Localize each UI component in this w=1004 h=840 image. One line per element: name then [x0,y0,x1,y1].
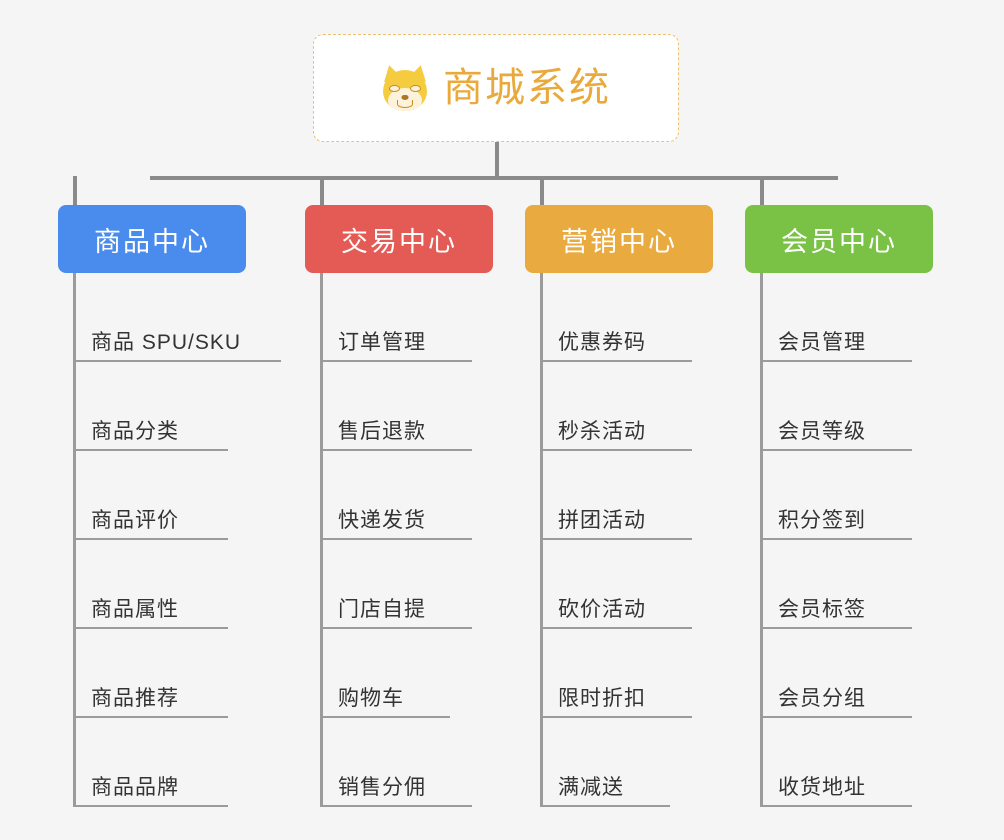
connector-branch-marketing-center [540,176,544,208]
leaf-item[interactable]: 商品分类 [73,362,246,451]
leaf-item-label: 收货地址 [778,776,866,799]
leaf-item[interactable]: 会员管理 [760,273,933,362]
leaf-item-rule [73,538,228,540]
leaf-item[interactable]: 拼团活动 [540,451,713,540]
leaf-item[interactable]: 商品属性 [73,540,246,629]
leaf-item-label: 会员分组 [778,687,866,710]
leaf-item[interactable]: 收货地址 [760,718,933,807]
column-spine-marketing-center [540,273,543,807]
leaf-item-label: 秒杀活动 [558,420,646,443]
leaf-item-rule [320,538,472,540]
category-header-product-center[interactable]: 商品中心 [58,205,246,273]
leaf-item[interactable]: 商品评价 [73,451,246,540]
column-member-center: 会员中心会员管理会员等级积分签到会员标签会员分组收货地址 [745,205,933,807]
leaf-item-rule [73,360,281,362]
leaf-item-rule [73,627,228,629]
leaf-item-rule [540,805,670,807]
leaf-item[interactable]: 满减送 [540,718,713,807]
leaf-item-label: 商品 SPU/SKU [91,331,242,354]
leaf-item-label: 积分签到 [778,509,866,532]
leaf-item[interactable]: 销售分佣 [320,718,493,807]
leaf-item[interactable]: 积分签到 [760,451,933,540]
column-product-center: 商品中心商品 SPU/SKU 商品分类商品评价商品属性商品推荐商品品牌 [58,205,281,807]
leaf-item[interactable]: 购物车 [320,629,493,718]
leaf-item[interactable]: 售后退款 [320,362,493,451]
leaf-item-rule [760,627,912,629]
leaf-list-product-center: 商品 SPU/SKU 商品分类商品评价商品属性商品推荐商品品牌 [58,273,281,807]
leaf-item-label: 满减送 [558,776,624,799]
leaf-item-rule [320,449,472,451]
leaf-item[interactable]: 限时折扣 [540,629,713,718]
leaf-item[interactable]: 优惠券码 [540,273,713,362]
leaf-item-rule [320,627,472,629]
root-title: 商城系统 [443,66,611,110]
category-header-trade-center[interactable]: 交易中心 [305,205,493,273]
connector-branch-product-center [73,176,77,208]
leaf-item[interactable]: 快递发货 [320,451,493,540]
leaf-item-rule [540,360,692,362]
leaf-item[interactable]: 门店自提 [320,540,493,629]
leaf-list-marketing-center: 优惠券码秒杀活动拼团活动砍价活动限时折扣满减送 [525,273,713,807]
leaf-item-rule [760,360,912,362]
root-node-mall-system[interactable]: 商城系统 [313,34,679,142]
column-spine-trade-center [320,273,323,807]
leaf-item-label: 商品属性 [91,598,179,621]
leaf-item-label: 限时折扣 [558,687,646,710]
leaf-item-label: 优惠券码 [558,331,646,354]
column-marketing-center: 营销中心优惠券码秒杀活动拼团活动砍价活动限时折扣满减送 [525,205,713,807]
leaf-item[interactable]: 会员标签 [760,540,933,629]
leaf-item-label: 砍价活动 [558,598,646,621]
leaf-item-label: 会员等级 [778,420,866,443]
leaf-list-member-center: 会员管理会员等级积分签到会员标签会员分组收货地址 [745,273,933,807]
leaf-item-label: 销售分佣 [338,776,426,799]
leaf-item[interactable]: 商品推荐 [73,629,246,718]
column-trade-center: 交易中心订单管理售后退款快递发货门店自提购物车销售分佣 [305,205,493,807]
connector-root-drop [495,142,499,178]
column-spine-product-center [73,273,76,807]
leaf-item-label: 快递发货 [338,509,426,532]
leaf-item-label: 会员标签 [778,598,866,621]
leaf-item-rule [73,805,228,807]
leaf-item-rule [540,538,692,540]
leaf-item-label: 商品品牌 [91,776,179,799]
leaf-item[interactable]: 商品品牌 [73,718,246,807]
leaf-item-rule [760,805,912,807]
leaf-item-rule [540,627,692,629]
shiba-dog-icon [380,63,430,111]
leaf-item[interactable]: 商品 SPU/SKU [73,273,281,362]
leaf-item[interactable]: 会员等级 [760,362,933,451]
leaf-item[interactable]: 砍价活动 [540,540,713,629]
leaf-item-rule [540,716,692,718]
column-spine-member-center [760,273,763,807]
connector-branch-trade-center [320,176,324,208]
leaf-item-label: 拼团活动 [558,509,646,532]
connector-branch-member-center [760,176,764,208]
leaf-item-rule [760,449,912,451]
leaf-item-rule [760,538,912,540]
leaf-item-rule [760,716,912,718]
leaf-item-rule [73,449,228,451]
leaf-item-label: 会员管理 [778,331,866,354]
leaf-item-label: 商品推荐 [91,687,179,710]
leaf-item-rule [540,449,692,451]
leaf-item-rule [73,716,228,718]
leaf-item[interactable]: 会员分组 [760,629,933,718]
leaf-item-label: 商品分类 [91,420,179,443]
leaf-item-rule [320,360,472,362]
leaf-item-label: 商品评价 [91,509,179,532]
leaf-item-label: 门店自提 [338,598,426,621]
leaf-item[interactable]: 秒杀活动 [540,362,713,451]
category-header-member-center[interactable]: 会员中心 [745,205,933,273]
connector-bus-bar [150,176,838,180]
leaf-item-rule [320,805,472,807]
leaf-list-trade-center: 订单管理售后退款快递发货门店自提购物车销售分佣 [305,273,493,807]
leaf-item[interactable]: 订单管理 [320,273,493,362]
leaf-item-label: 订单管理 [338,331,426,354]
leaf-item-rule [320,716,450,718]
leaf-item-label: 售后退款 [338,420,426,443]
category-header-marketing-center[interactable]: 营销中心 [525,205,713,273]
leaf-item-label: 购物车 [338,687,404,710]
